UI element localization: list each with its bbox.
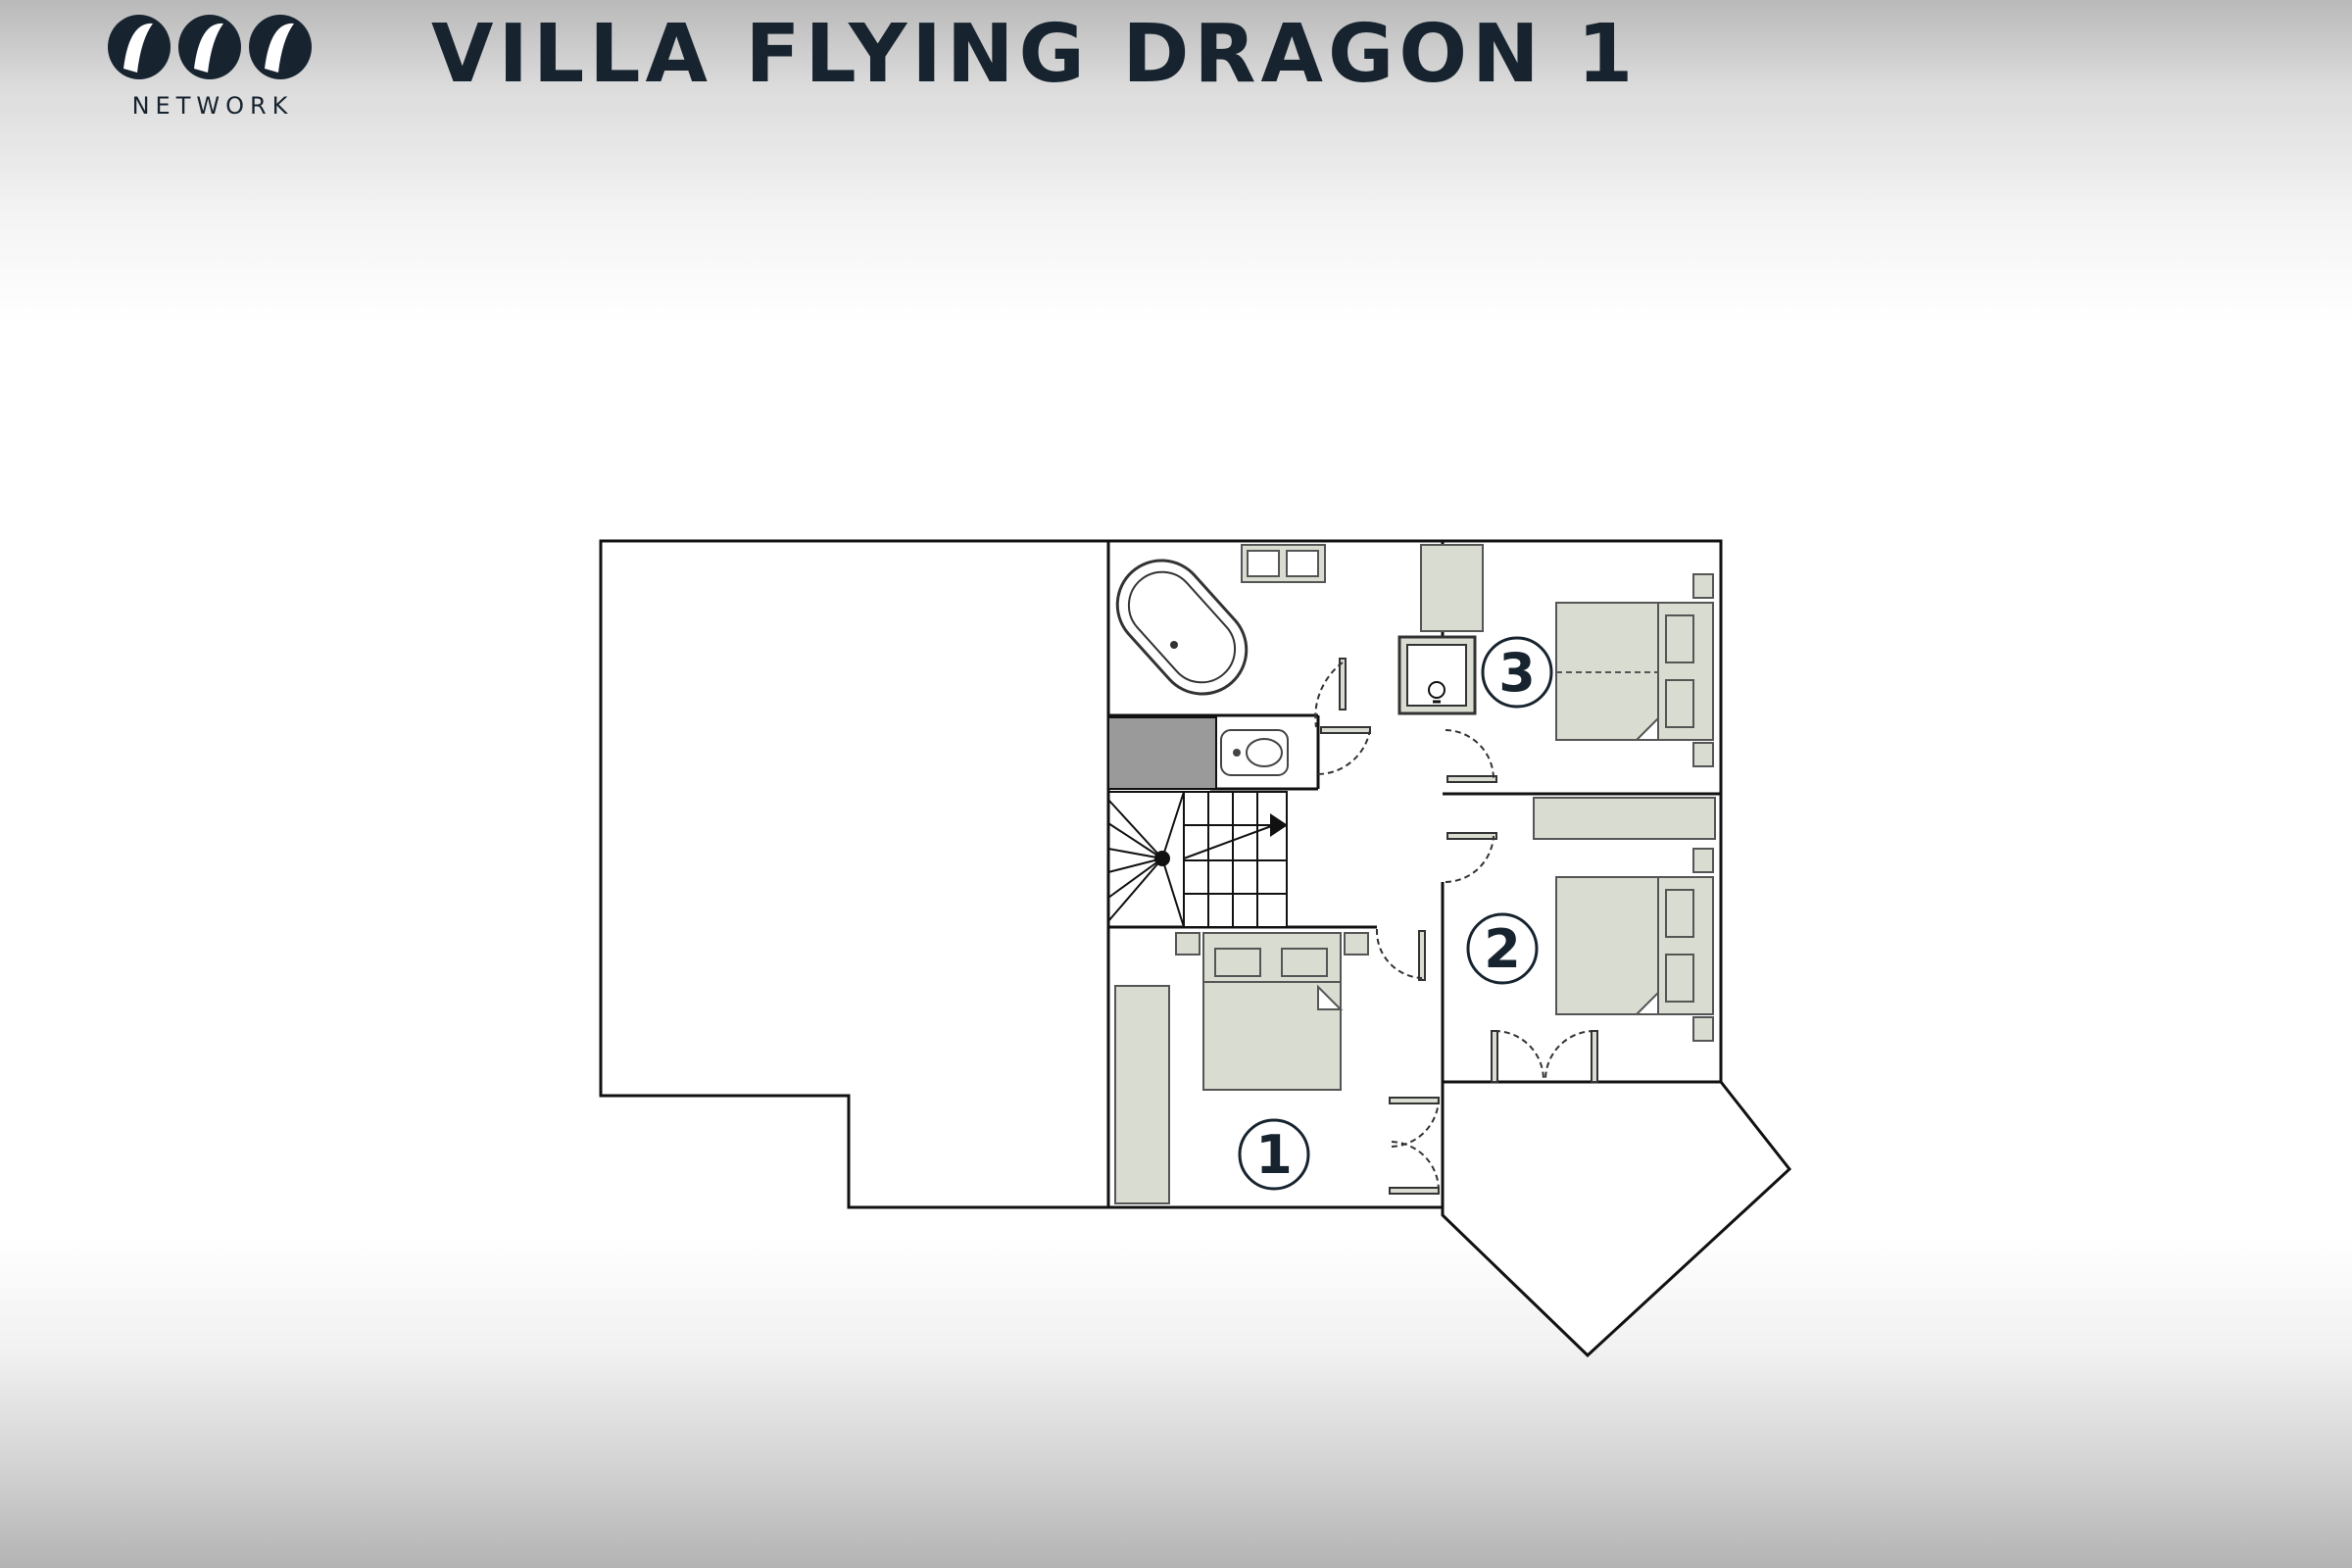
stairs-newel <box>1154 851 1170 866</box>
bedroom-1-furniture <box>1114 932 1369 1204</box>
room-3-marker: 3 <box>1481 636 1553 709</box>
bedroom-3-furniture <box>1420 544 1714 767</box>
bedroom-2-furniture <box>1533 797 1716 1042</box>
room-1-marker: 1 <box>1238 1118 1310 1191</box>
bathtub <box>1115 559 1249 696</box>
double-sink <box>1241 544 1326 583</box>
page-title: VILLA FLYING DRAGON 1 <box>431 8 1639 101</box>
room-2-label: 2 <box>1484 918 1521 980</box>
room-1-label: 1 <box>1255 1124 1293 1186</box>
room-3-label: 3 <box>1498 642 1536 704</box>
toilet <box>1220 729 1289 776</box>
service-shaft <box>1107 716 1217 790</box>
open-area-left <box>599 539 1110 1209</box>
room-2-marker: 2 <box>1466 912 1539 985</box>
logo: NETWORK <box>102 10 318 122</box>
doors <box>1314 658 1598 1195</box>
shower <box>1397 635 1477 715</box>
staircase <box>1107 791 1288 928</box>
brand-name: NETWORK <box>131 92 294 120</box>
stairs-arrow-icon <box>1270 813 1288 837</box>
balcony <box>1441 1080 1792 1358</box>
logo-mark-icon <box>108 15 312 79</box>
